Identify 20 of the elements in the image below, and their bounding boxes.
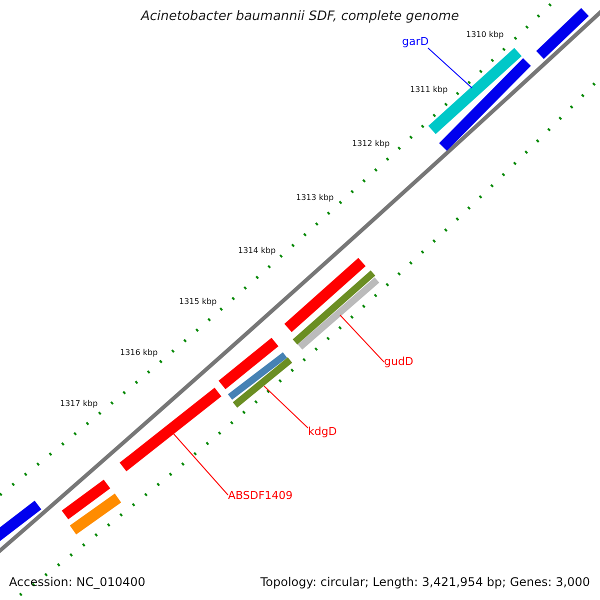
leader-line xyxy=(340,314,384,362)
gene-bar xyxy=(298,277,380,350)
leader-line xyxy=(428,48,472,88)
gene-label: ABSDF1409 xyxy=(228,490,293,501)
tick-label: 1313 kbp xyxy=(296,194,334,202)
genome-info-text: Topology: circular; Length: 3,421,954 bp; Genes: 3,000 xyxy=(260,576,590,588)
leader-line xyxy=(264,386,308,428)
leader-line xyxy=(172,432,228,496)
tick-label: 1311 kbp xyxy=(410,86,448,94)
tick-label: 1315 kbp xyxy=(179,298,217,306)
title: Acinetobacter baumannii SDF, complete genome xyxy=(140,10,460,23)
tick-label: 1312 kbp xyxy=(352,140,390,148)
gene-bar xyxy=(120,388,222,472)
gene-label: gudD xyxy=(384,356,414,367)
accession-text: Accession: NC_010400 xyxy=(9,576,146,588)
gene-label: kdgD xyxy=(308,426,337,437)
gene-bar xyxy=(428,48,522,134)
tick-label: 1317 kbp xyxy=(60,400,98,408)
gene-label: garD xyxy=(402,36,429,47)
gene-bar xyxy=(232,357,292,408)
